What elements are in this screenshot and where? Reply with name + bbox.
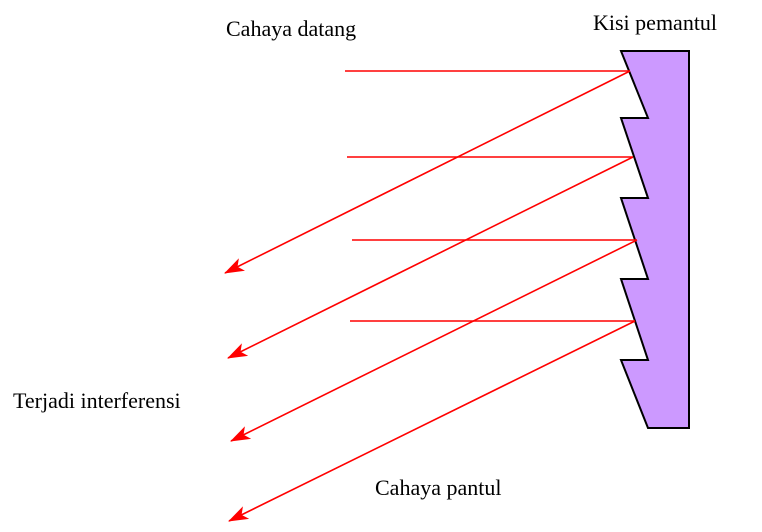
reflected-light-label: Cahaya pantul (375, 475, 501, 500)
reflected-ray (227, 156, 634, 359)
reflected-rays (224, 70, 638, 522)
reflected-ray (228, 320, 636, 522)
reflection-grating (619, 50, 690, 429)
grating-label: Kisi pemantul (593, 10, 717, 35)
reflected-ray (230, 239, 638, 442)
reflected-ray (224, 70, 631, 274)
incident-light-label: Cahaya datang (226, 16, 356, 41)
interference-label: Terjadi interferensi (13, 388, 181, 413)
incident-rays (345, 70, 637, 322)
